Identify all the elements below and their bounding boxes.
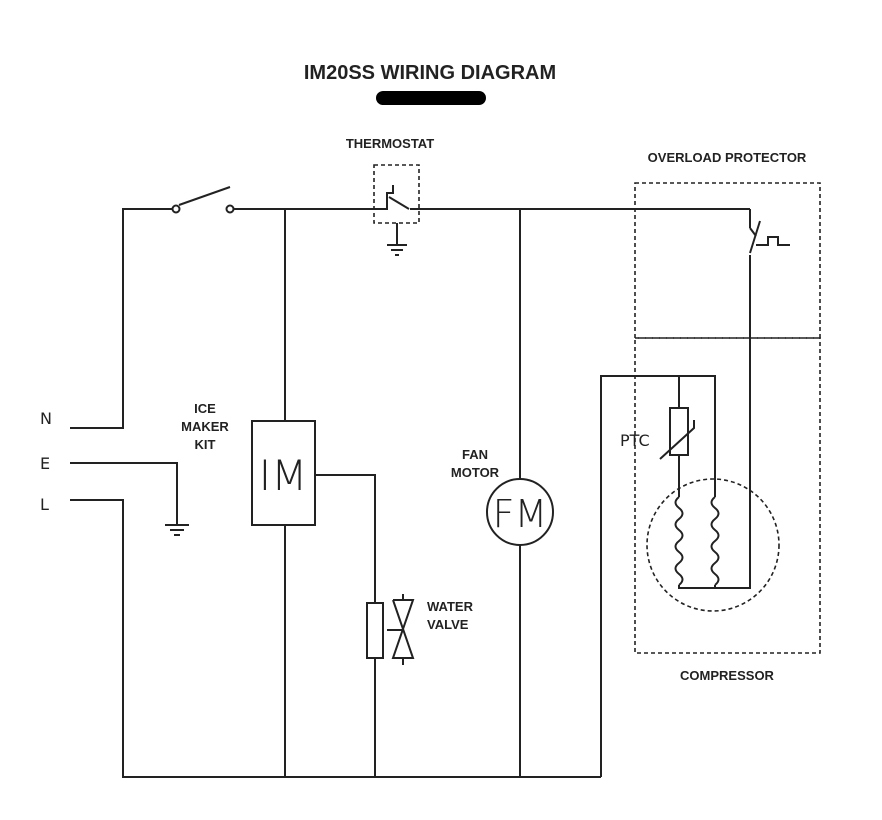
diagram-title: IM20SS WIRING DIAGRAM xyxy=(304,62,556,84)
ice-maker-label-2: MAKER xyxy=(181,419,229,434)
terminal-l-label: L xyxy=(40,495,49,514)
main-switch-blade xyxy=(179,187,230,205)
water-valve-symbol xyxy=(367,594,413,665)
wires xyxy=(70,187,750,777)
redaction-mark xyxy=(376,91,486,105)
water-valve-label-1: WATER xyxy=(427,599,474,614)
switch-contact xyxy=(173,206,180,213)
ground-icon xyxy=(165,525,189,535)
overload-protector-label: OVERLOAD PROTECTOR xyxy=(648,150,807,165)
fan-motor-label-1: FAN xyxy=(462,447,488,462)
start-winding xyxy=(676,497,683,585)
fan-motor-symbol: FM xyxy=(493,492,548,536)
overload-protector-symbol xyxy=(750,221,790,253)
ice-maker-label-3: KIT xyxy=(195,437,216,452)
ice-maker-symbol: IM xyxy=(259,451,308,500)
thermostat-label: THERMOSTAT xyxy=(346,136,434,151)
terminal-n-label: N xyxy=(40,409,52,428)
switch-contact xyxy=(227,206,234,213)
water-valve-label-2: VALVE xyxy=(427,617,469,632)
ptc-symbol xyxy=(660,408,694,459)
compressor-box xyxy=(635,338,820,653)
terminal-e-label: E xyxy=(40,454,50,473)
run-winding xyxy=(712,497,719,585)
ptc-label: PTC xyxy=(620,431,650,450)
overload-protector-box xyxy=(635,183,820,338)
fan-motor-label-2: MOTOR xyxy=(451,465,500,480)
ice-maker-label-1: ICE xyxy=(194,401,216,416)
compressor-label: COMPRESSOR xyxy=(680,668,775,683)
